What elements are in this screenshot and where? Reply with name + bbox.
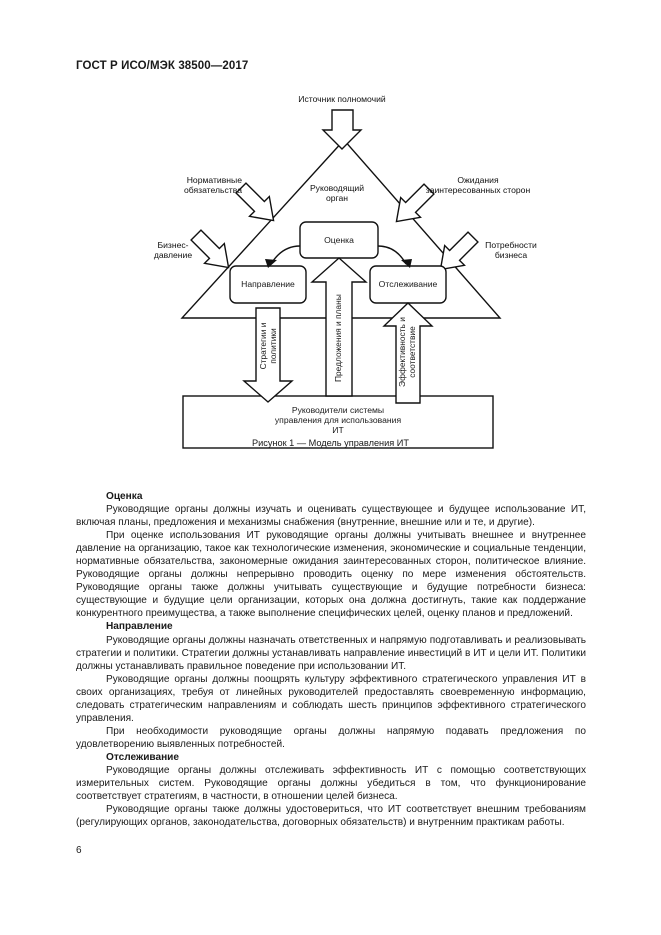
management-system-label: Руководители системы управления для испо… bbox=[274, 405, 402, 435]
management-box bbox=[182, 395, 494, 449]
stakeholder-expectations-label: Ожидания заинтересованных сторон bbox=[425, 175, 531, 195]
regulatory-obligations-label: Нормативные обязательства bbox=[183, 175, 242, 195]
paragraph: Руководящие органы должны поощрять культ… bbox=[76, 673, 586, 724]
regulatory-arrow bbox=[235, 182, 275, 222]
strategies-policies-label: Стратегии и политики bbox=[258, 322, 278, 370]
paragraph: При необходимости руководящие органы дол… bbox=[76, 725, 586, 750]
business-pressure-arrow bbox=[190, 229, 230, 269]
business-needs-label: Потребности бизнеса bbox=[485, 240, 537, 260]
evaluate-to-direct-head bbox=[265, 259, 277, 268]
business-needs-arrow bbox=[439, 231, 479, 271]
source-of-authority-label: Источник полномочий bbox=[298, 94, 386, 104]
proposals-arrow bbox=[310, 257, 368, 397]
page-number: 6 bbox=[76, 845, 82, 856]
paragraph: При оценке использования ИТ руководящие … bbox=[76, 530, 586, 620]
strategies-arrow bbox=[242, 307, 294, 403]
performance-conformance-label: Эффективность и соответствие bbox=[397, 317, 417, 387]
paragraph: Руководящие органы должны изучать и оцен… bbox=[76, 504, 586, 529]
document-header: ГОСТ Р ИСО/МЭК 38500—2017 bbox=[76, 60, 249, 72]
governing-body-label: Руководящий орган bbox=[309, 183, 365, 203]
paragraph: Руководящие органы также должны удостове… bbox=[76, 804, 586, 829]
body-text: Оценка Руководящие органы должны изучать… bbox=[76, 490, 586, 829]
stakeholder-arrow bbox=[395, 183, 435, 223]
monitor-label: Отслеживание bbox=[378, 279, 438, 289]
figure-diagram bbox=[180, 109, 502, 449]
section-heading-monitor: Отслеживание bbox=[106, 751, 179, 763]
evaluate-label: Оценка bbox=[324, 235, 354, 245]
business-pressures-label: Бизнес-давление bbox=[153, 240, 193, 260]
figure-caption: Рисунок 1 — Модель управления ИТ bbox=[251, 438, 409, 448]
evaluate-to-monitor-head bbox=[401, 259, 412, 268]
section-heading-evaluate: Оценка bbox=[106, 491, 143, 502]
it-governance-model-figure: Источник полномочий Руководящий орган Но… bbox=[153, 94, 537, 449]
direct-label: Направление bbox=[241, 279, 295, 289]
paragraph: Руководящие органы должны назначать отве… bbox=[76, 634, 586, 672]
paragraph: Руководящие органы должны отслеживать эф… bbox=[76, 764, 586, 803]
performance-arrow bbox=[382, 302, 434, 404]
authority-arrow bbox=[321, 109, 363, 150]
proposals-plans-label: Предложения и планы bbox=[333, 294, 343, 382]
section-heading-direct: Направление bbox=[106, 621, 173, 633]
